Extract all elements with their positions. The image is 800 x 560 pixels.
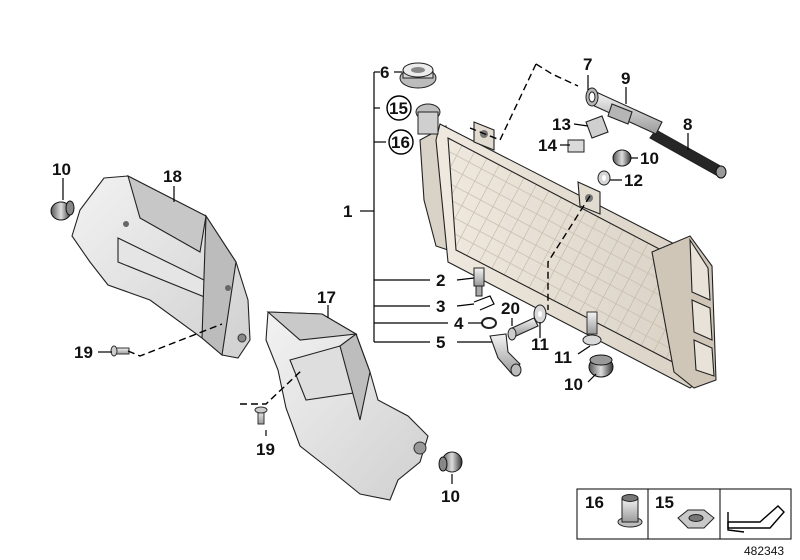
callout-labels: 1 2 3 4 5 6 15 16 7 9 8 13 14 10 12 20 1… [52,55,692,506]
legend-label-15: 15 [655,493,674,512]
callout-19-right: 19 [256,440,275,459]
washer-part-12 [597,170,611,186]
callout-1: 1 [343,202,352,221]
callout-2: 2 [436,271,445,290]
radiator [415,103,717,389]
left-radiator-shroud [71,174,251,359]
callout-6: 6 [380,63,389,82]
rubber-grommet-left [50,200,75,221]
callout-10-bottom: 10 [441,487,460,506]
callout-16: 16 [391,133,410,152]
hex-nut-icon [677,509,715,529]
diagram-reference-number: 482343 [744,544,784,558]
callout-10-lower-right: 10 [564,375,583,394]
callout-7: 7 [583,55,592,74]
right-radiator-shroud [265,311,429,501]
bolt-part-20 [507,317,539,341]
elbow-fitting-part-5 [489,333,522,377]
callout-13: 13 [552,115,571,134]
callout-15-circled: 15 [386,95,412,121]
o-ring-part-4 [481,317,497,329]
callout-11-lower: 11 [554,348,572,367]
rubber-grommet-shroud [438,451,463,473]
radiator-cap [399,62,437,89]
callout-3: 3 [436,297,445,316]
spring-clip-part-3 [473,295,495,311]
screw-right [254,406,268,425]
callout-20: 20 [501,299,520,318]
nut-part-14 [567,139,585,153]
callout-11-upper: 11 [531,335,549,354]
temperature-sensor-part-2 [473,267,485,297]
callout-12: 12 [624,171,643,190]
callout-5: 5 [436,333,445,352]
hose-clamp-part-7 [585,87,599,107]
legend-box: 16 15 [576,488,792,540]
callout-15: 15 [389,99,408,118]
screw-left [110,345,130,357]
callout-9: 9 [621,69,630,88]
leader-lines [62,63,689,484]
legend-label-16: 16 [585,493,604,512]
direction-arrow-icon [727,505,785,533]
hose-part-8 [649,129,727,179]
callout-10-left: 10 [52,160,71,179]
callout-4: 4 [454,314,464,333]
callout-10-upper-right: 10 [640,149,659,168]
callout-8: 8 [683,115,692,134]
washer-part-11-upper [533,304,547,324]
washer-part-11-lower [582,334,602,346]
rivet-nut-icon [617,494,643,528]
rubber-grommet-lower-right [588,354,614,378]
callout-19-left: 19 [74,343,93,362]
callout-18: 18 [163,167,182,186]
callout-14: 14 [538,136,557,155]
callout-17: 17 [317,288,336,307]
rubber-grommet-upper-right [612,149,632,167]
callout-16-circled: 16 [388,129,414,155]
clip-part-13 [585,115,609,139]
